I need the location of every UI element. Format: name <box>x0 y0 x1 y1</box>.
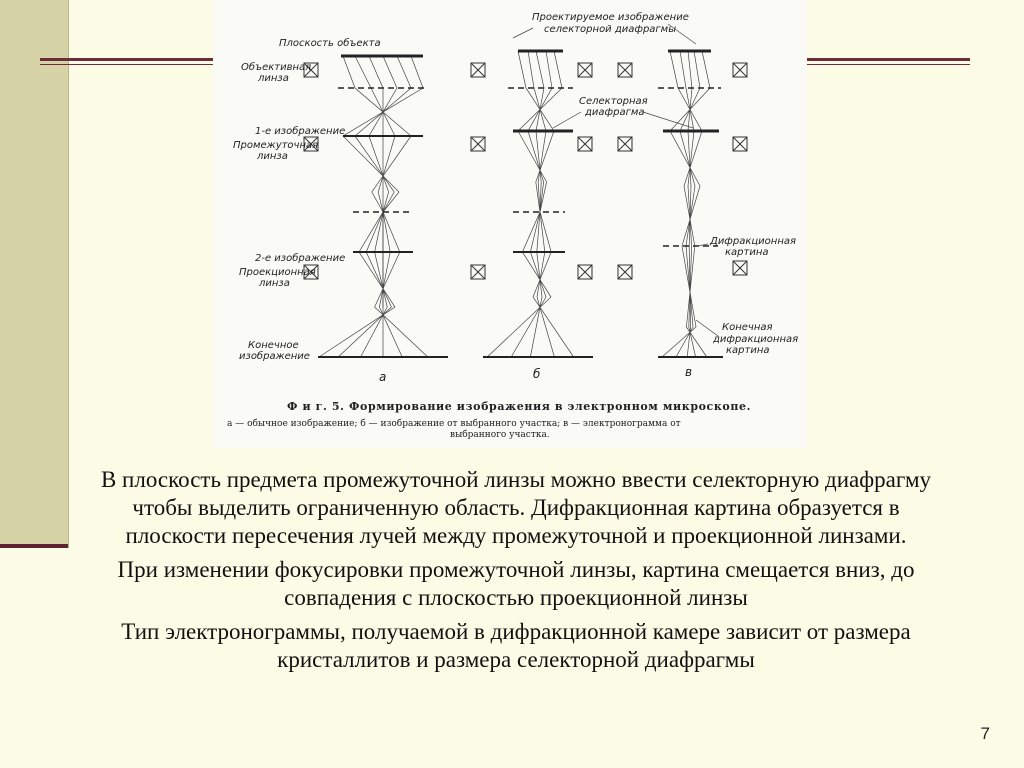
lens-icon <box>577 62 593 78</box>
label-final-diffraction-3: картина <box>726 345 770 356</box>
panel-letter-a: а <box>379 370 386 384</box>
lens-cross <box>577 136 593 152</box>
title-rule-left <box>40 58 213 66</box>
label-object-plane: Плоскость объекта <box>279 37 381 49</box>
lens-box <box>732 136 748 152</box>
label-objective-lens-2: линза <box>257 73 289 84</box>
label-projected-aperture-2: селекторной диафрагмы <box>544 24 676 35</box>
lens-box <box>303 136 319 152</box>
left-bar-rule <box>0 544 68 548</box>
ray-column-b <box>517 50 574 358</box>
label-final-image-1: Конечное <box>248 340 299 351</box>
slide-body-text: В плоскость предмета промежуточной линзы… <box>86 466 946 680</box>
label-diffraction-pattern-2: картина <box>725 247 769 258</box>
lens-cross <box>470 136 486 152</box>
label-intermediate-lens-2: линза <box>256 151 288 162</box>
specimen-planes <box>341 49 719 133</box>
label-final-image-2: изображение <box>239 350 310 362</box>
lens-box <box>617 136 633 152</box>
lens-box <box>732 260 748 276</box>
lens-cross <box>732 136 748 152</box>
lens-cross <box>303 62 319 78</box>
lens-icon <box>617 136 633 152</box>
lens-icon <box>470 264 486 280</box>
lens-cross <box>303 136 319 152</box>
lens-cross <box>470 264 486 280</box>
label-final-diffraction-2: дифракционная <box>712 334 798 345</box>
ray-diagram: Плоскость объекта Объективная линза 1-е … <box>227 11 798 440</box>
dashed-planes <box>338 87 721 247</box>
label-selector-aperture-1: Селекторная <box>579 96 648 107</box>
lens-icon <box>303 264 319 280</box>
ray-column-b <box>530 50 545 358</box>
ray-column-b <box>486 50 563 358</box>
lens-icon <box>617 264 633 280</box>
lens-box <box>303 264 319 280</box>
caption-line-2: выбранного участка. <box>450 429 550 440</box>
ray-column-c <box>661 50 711 358</box>
lens-box <box>303 62 319 78</box>
lens-box <box>470 136 486 152</box>
lens-box <box>732 62 748 78</box>
label-second-image: 2-е изображение <box>255 252 345 264</box>
lens-cross <box>617 62 633 78</box>
lens-icon <box>617 62 633 78</box>
lens-icon <box>303 62 319 78</box>
lens-box <box>617 62 633 78</box>
lens-box <box>577 136 593 152</box>
lens-icon <box>470 136 486 152</box>
lens-icon <box>577 264 593 280</box>
lens-icon <box>470 62 486 78</box>
caption-line-1: а — обычное изображение; б — изображение… <box>227 418 681 429</box>
ray-column-a <box>360 55 398 358</box>
lens-icon <box>303 136 319 152</box>
lens-box <box>470 62 486 78</box>
panel-letter-c: в <box>685 365 692 379</box>
lens-cross <box>577 264 593 280</box>
label-intermediate-lens-1: Промежуточная <box>233 140 318 151</box>
panel-letter-b: б <box>533 367 541 381</box>
paragraph-focus-shift: При изменении фокусировки промежуточной … <box>117 557 915 610</box>
lens-cross <box>470 62 486 78</box>
label-diffraction-pattern-1: Дифракционная <box>709 236 796 247</box>
left-decorative-bar <box>0 0 69 548</box>
lens-icon <box>732 260 748 276</box>
lens-cross <box>577 62 593 78</box>
paragraph-selector-aperture: В плоскость предмета промежуточной линзы… <box>100 467 932 548</box>
lens-icon <box>732 62 748 78</box>
label-final-diffraction-1: Конечная <box>722 322 773 333</box>
paragraph-diffraction-type: Тип электронограммы, получаемой в дифрак… <box>121 619 911 672</box>
ray-column-a <box>318 55 424 358</box>
ray-column-a <box>368 55 384 357</box>
label-first-image: 1-е изображение <box>255 125 345 137</box>
lens-box <box>470 264 486 280</box>
label-projected-aperture-1: Проектируемое изображение <box>532 11 689 23</box>
lens-box <box>617 264 633 280</box>
ray-column-a <box>342 55 429 358</box>
image-planes <box>318 135 723 358</box>
ray-column-a <box>354 55 403 358</box>
lens-box <box>577 264 593 280</box>
lens-cross <box>617 136 633 152</box>
lens-icon <box>732 136 748 152</box>
slide-number: 7 <box>980 724 990 743</box>
title-rule-right <box>807 58 970 66</box>
lens-box <box>577 62 593 78</box>
label-projection-lens-1: Проекционная <box>239 267 316 278</box>
ray-column-b <box>527 50 555 358</box>
lens-cross <box>303 264 319 280</box>
ray-column-b <box>510 50 553 358</box>
label-selector-aperture-2: диафрагма <box>584 107 645 118</box>
lens-cross <box>732 62 748 78</box>
label-objective-lens-1: Объективная <box>241 61 311 73</box>
lens-cross <box>617 264 633 280</box>
lens-cross <box>732 260 748 276</box>
label-projection-lens-2: линза <box>258 278 290 289</box>
caption-title: Ф и г. 5. Формирование изображения в эле… <box>287 400 751 413</box>
ray-column-c <box>679 50 696 358</box>
lens-icon <box>577 136 593 152</box>
ray-column-a <box>337 55 412 358</box>
label-leader-lines <box>512 23 719 337</box>
electron-microscope-figure: Плоскость объекта Объективная линза 1-е … <box>213 0 807 448</box>
